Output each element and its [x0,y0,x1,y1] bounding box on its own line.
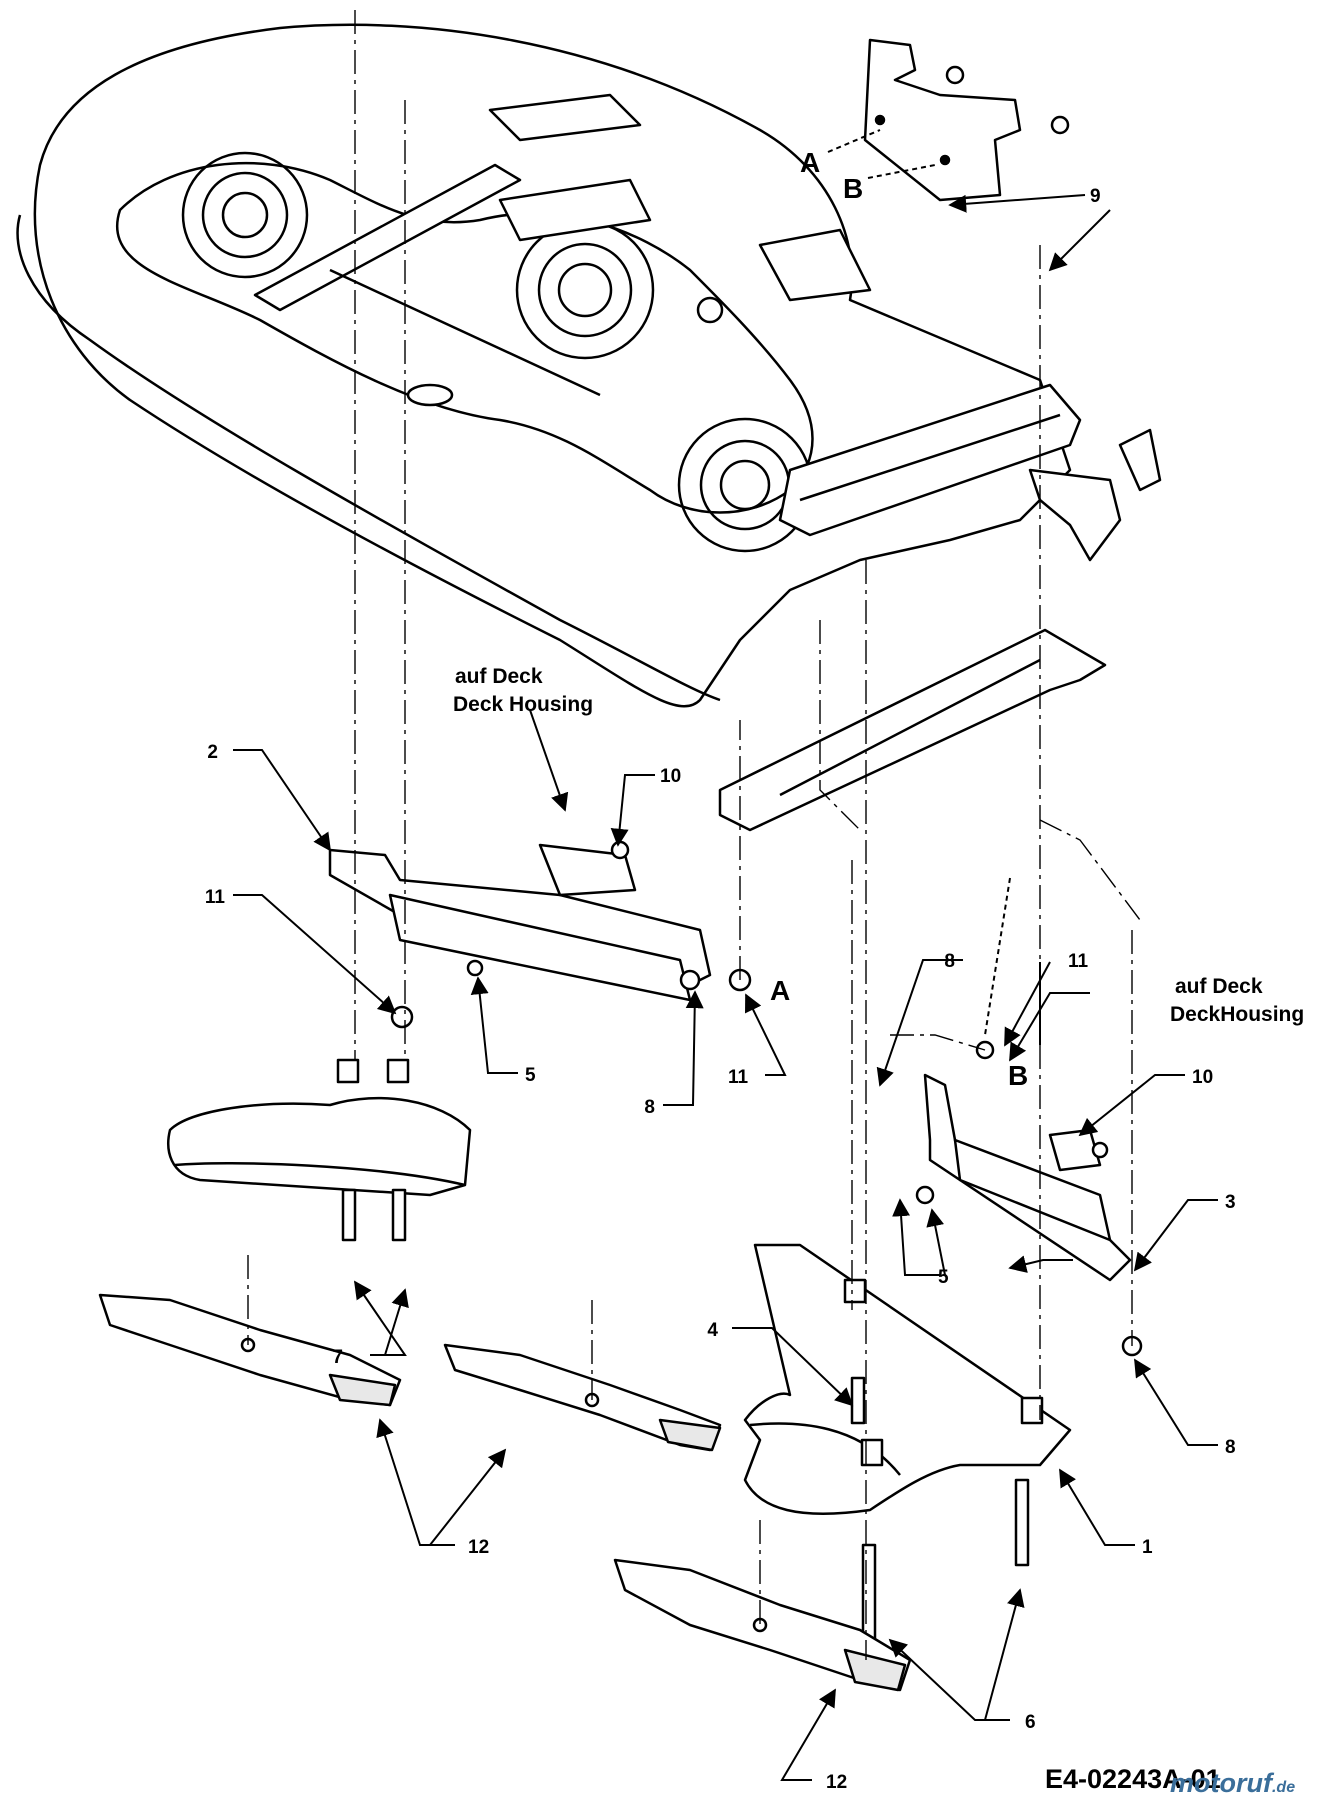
blade-center [443,1343,722,1452]
callout-8-mid: 8 [944,951,955,972]
callout-11-left: 11 [205,887,226,908]
blade-left [98,1293,402,1407]
ref-a-top: A [800,147,820,178]
callout-11-right: 11 [1068,951,1089,972]
watermark-logo: motoruf.de [1170,1768,1295,1798]
callout-5-left: 5 [525,1065,536,1086]
callout-5-right: 5 [938,1267,949,1288]
callout-11-mid: 11 [728,1067,749,1088]
callout-10-right: 10 [1192,1067,1213,1088]
callout-9: 9 [1090,186,1101,207]
right-baffle-bracket [915,1040,1143,1357]
callout-10-left: 10 [660,766,681,787]
note-deck-right-en: DeckHousing [1170,1003,1304,1026]
ref-b-top: B [843,173,863,204]
note-deck-left-en: Deck Housing [453,693,593,716]
callout-12-bottom: 12 [826,1772,847,1793]
callout-3: 3 [1225,1192,1236,1213]
ref-b-right: B [1008,1060,1028,1091]
left-spindle-cover [167,1058,472,1242]
deck-housing [16,23,1162,708]
watermark-tld: .de [1272,1779,1295,1796]
watermark-main: motoruf [1170,1768,1275,1798]
right-spindle-cover [743,1243,1072,1647]
callout-4: 4 [707,1320,718,1341]
callout-8-left: 8 [644,1097,655,1118]
callout-12-left: 12 [468,1537,489,1558]
callout-2: 2 [207,742,218,763]
drawing-code: E4-02243A-01 [1045,1764,1221,1794]
letter-references: A B A B [770,147,1028,1091]
ref-a-left: A [770,975,790,1006]
callout-6: 6 [1025,1712,1036,1733]
note-deck-left-de: auf Deck [455,665,543,688]
top-right-bracket [863,38,1070,202]
footer: E4-02243A-01 motoruf.de [1045,1764,1295,1798]
left-baffle-bracket [328,840,752,1029]
callout-7: 7 [332,1347,343,1368]
blade-right [613,1558,912,1692]
callout-8-right: 8 [1225,1437,1236,1458]
note-deck-right-de: auf Deck [1175,975,1263,998]
front-baffle-plate [718,628,1107,832]
leader-lines [233,129,1218,1781]
callout-1: 1 [1142,1537,1153,1558]
deck-housing-notes: auf Deck Deck Housing auf Deck DeckHousi… [453,665,1304,1026]
callout-labels: 2 11 10 5 8 11 8 11 10 3 5 8 4 1 7 12 6 … [205,186,1236,1793]
center-lines [247,10,1141,1660]
